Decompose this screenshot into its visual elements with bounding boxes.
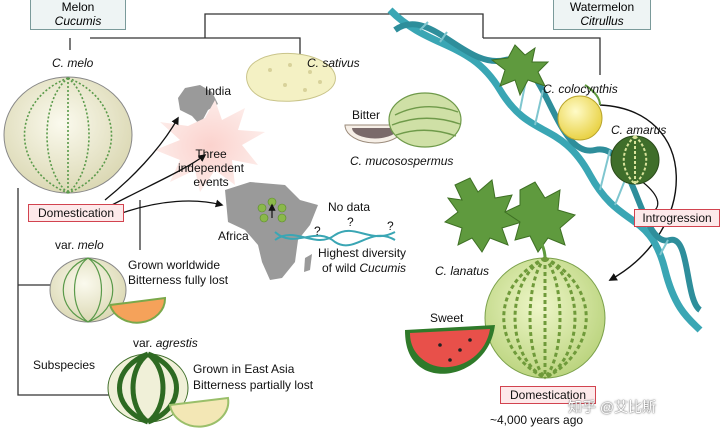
melon-genus: Cucumis: [54, 14, 102, 28]
c-lanatus-fruit: [484, 239, 606, 380]
question-mark-3: ?: [387, 219, 394, 233]
c-melo-fruit: [3, 76, 133, 194]
melon-header: Melon Cucumis: [30, 0, 126, 30]
watermelon-common-name: Watermelon: [569, 0, 635, 14]
var-agrestis-prefix: var.: [133, 336, 153, 350]
label-of-wild-cucumis: of wild Cucumis: [322, 261, 406, 275]
watermelon-header: Watermelon Citrullus: [553, 0, 651, 30]
var-agrestis-name: agrestis: [155, 336, 198, 350]
label-c-lanatus: C. lanatus: [435, 264, 490, 278]
var-agrestis-line1: Grown in East Asia: [193, 362, 295, 376]
label-c-amarus: C. amarus: [611, 123, 667, 137]
label-c-melo: C. melo: [52, 56, 94, 70]
c-amarus-fruit: [610, 135, 660, 185]
domestication-tag-melon: Domestication: [28, 204, 124, 222]
var-melo-prefix: var.: [55, 238, 75, 252]
label-sweet: Sweet: [430, 311, 464, 325]
var-melo-line2: Bitterness fully lost: [128, 273, 229, 287]
question-mark-1: ?: [314, 224, 321, 238]
watermelon-leaves: [443, 44, 577, 253]
label-var-melo: var. melo: [55, 238, 104, 252]
label-c-colocynthis: C. colocynthis: [543, 82, 618, 96]
var-agrestis-fruit: [107, 351, 230, 428]
label-india: India: [205, 84, 232, 98]
label-africa: Africa: [218, 229, 249, 243]
c-mucosospermus-fruit: [344, 92, 462, 148]
c-colocynthis-fruit: [557, 84, 603, 141]
india-map: [178, 85, 218, 125]
tree-connectors: [17, 13, 601, 396]
var-agrestis-line2: Bitterness partially lost: [193, 378, 314, 392]
watermark: 知乎 @艾比斯: [568, 399, 657, 415]
label-subspecies: Subspecies: [33, 358, 96, 372]
label-bitter: Bitter: [352, 108, 381, 122]
label-no-data: No data: [328, 200, 371, 214]
amarus-to-introgression: [639, 179, 659, 211]
africa-map: [225, 182, 318, 280]
c-sativus-fruit: [246, 52, 336, 102]
melon-common-name: Melon: [61, 0, 95, 14]
var-melo-name: melo: [77, 238, 104, 252]
small-dna: [274, 229, 396, 247]
domestication-tag-watermelon: Domestication: [500, 386, 596, 404]
label-c-sativus: C. sativus: [307, 56, 360, 70]
cucumis-text: Cucumis: [359, 261, 407, 275]
watermelon-slice: [405, 325, 495, 374]
of-wild-text: of wild: [322, 261, 357, 275]
label-c-mucosospermus: C. mucosospermus: [350, 154, 454, 168]
label-var-agrestis: var. agrestis: [133, 336, 198, 350]
var-melo-fruit: [49, 257, 167, 324]
introgression-arrow: [599, 104, 677, 281]
introgression-tag: Introgression: [634, 209, 720, 227]
label-years-ago: ~4,000 years ago: [490, 413, 584, 427]
label-three-events: Three independent events: [177, 147, 245, 189]
label-highest-diversity: Highest diversity: [318, 246, 407, 260]
watermelon-genus: Citrullus: [580, 14, 624, 28]
question-mark-2: ?: [347, 215, 354, 229]
var-melo-line1: Grown worldwide: [128, 258, 221, 272]
domestication-arrows: [104, 116, 224, 214]
